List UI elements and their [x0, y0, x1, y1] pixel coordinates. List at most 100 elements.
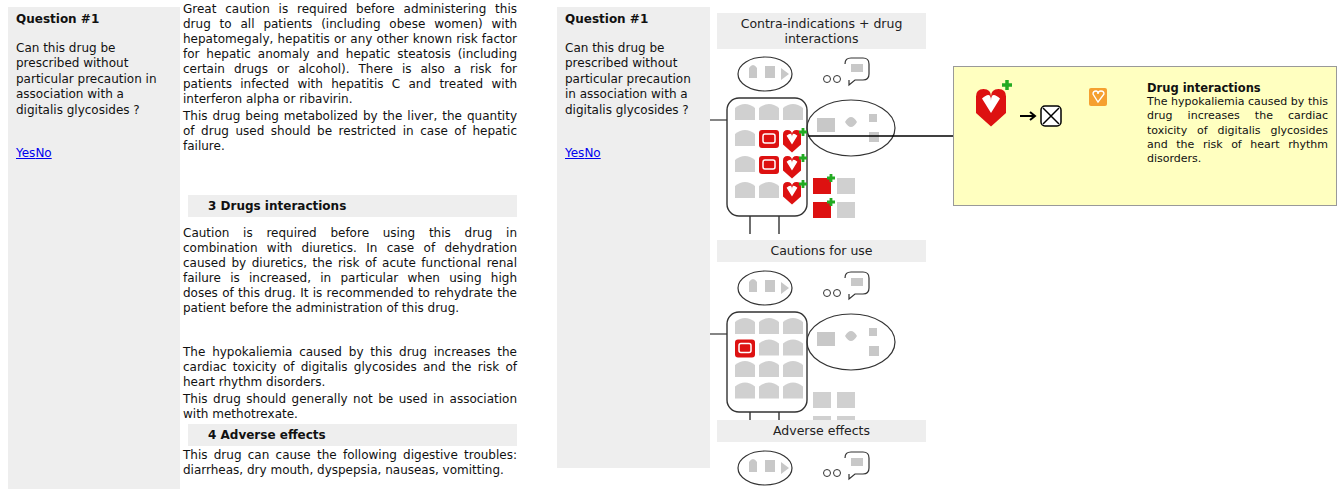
- interaction-icon: [813, 392, 831, 408]
- organ-icon: [759, 104, 779, 120]
- effect-icon: [1089, 88, 1107, 106]
- paragraph-text: This drug can cause the following digest…: [183, 448, 517, 478]
- heading-text: Cautions for use: [721, 243, 922, 258]
- section-heading: 3 Drugs interactions: [188, 195, 517, 217]
- thought-dot: [824, 290, 831, 297]
- environment-icons: [817, 328, 879, 356]
- organ-icon: [783, 361, 803, 377]
- tooltip-title: Drug interactions: [1147, 81, 1328, 95]
- paragraph-text: This drug being metabolized by the liver…: [183, 109, 517, 154]
- heart-icon: [783, 156, 801, 179]
- tooltip-icons: [954, 67, 1144, 207]
- head-icons: [749, 459, 789, 474]
- organ-icon: [783, 340, 803, 356]
- organ-icon: [783, 104, 803, 120]
- heading-text: 4 Adverse effects: [208, 427, 511, 443]
- environment-outline: [807, 100, 895, 156]
- question-panel: Question #1Can this drug be prescribed w…: [557, 7, 710, 468]
- arrow-icon: [1020, 112, 1035, 120]
- plus-icon: [1002, 80, 1012, 90]
- organ-icon: [735, 156, 755, 172]
- plus-icon: [827, 198, 835, 206]
- legs: [750, 216, 779, 234]
- body-figure: [703, 57, 895, 234]
- interaction-icon-active: [813, 178, 831, 194]
- organ-icon: [735, 182, 755, 198]
- environment-outline: [807, 314, 895, 370]
- cross-icon: [1043, 108, 1059, 124]
- thought-dot: [834, 76, 841, 83]
- question-text: Can this drug be prescribed without part…: [16, 41, 172, 119]
- heart-icon: [783, 130, 801, 153]
- interaction-icon: [837, 392, 855, 408]
- heading-text: 3 Drugs interactions: [208, 198, 511, 214]
- tooltip-text: The hypokaliemia caused by this drug inc…: [1147, 95, 1328, 166]
- organ-icon-inner: [763, 134, 775, 143]
- head-outline: [738, 451, 792, 485]
- effect-icon-heart: [1093, 91, 1104, 102]
- leader-line: [808, 135, 953, 137]
- organ-icon: [735, 361, 755, 377]
- head-outline: [738, 271, 792, 305]
- tooltip-box: Drug interactionsThe hypokaliemia caused…: [953, 66, 1337, 206]
- organ-icon: [759, 182, 779, 198]
- answer-link: Yes: [565, 146, 584, 162]
- body-figure: [703, 271, 895, 432]
- answer-link: No: [584, 146, 600, 162]
- paragraph-text: This drug should generally not be used i…: [183, 392, 517, 422]
- speech-bubble-icon: [851, 458, 863, 466]
- heart-icon-inner: [982, 95, 1000, 113]
- paragraph-text: The hypokaliemia caused by this drug inc…: [183, 345, 517, 390]
- body-outline: [727, 98, 807, 216]
- organ-icon: [759, 340, 779, 356]
- section-header: Cautions for use: [717, 240, 926, 262]
- body-outline: [727, 312, 807, 412]
- answer-link: Yes: [16, 146, 35, 162]
- interaction-icon: [837, 178, 855, 194]
- heart-icon: [976, 89, 1006, 127]
- interaction-icon: [837, 202, 855, 218]
- organ-icon: [735, 318, 755, 334]
- question-text: Can this drug be prescribed without part…: [565, 41, 702, 119]
- section-header: Adverse effects: [717, 420, 926, 442]
- question-panel: Question #1 Can this drug be prescribed w…: [8, 7, 180, 489]
- head-icons: [749, 65, 789, 80]
- question-title: Question #1: [16, 12, 172, 28]
- section-header: Contra-indications + drug interactions: [717, 13, 926, 49]
- organ-icon-inner: [763, 160, 775, 169]
- organ-icon: [759, 361, 779, 377]
- thought-dot: [824, 76, 831, 83]
- thought-dot: [834, 470, 841, 477]
- heart-icon-inner: [787, 186, 798, 197]
- box-icon: [1041, 106, 1061, 126]
- paragraph-text: Caution is required before using this dr…: [183, 226, 517, 316]
- heart-icon-inner: [787, 160, 798, 171]
- speech-bubble: [845, 452, 869, 479]
- organ-icon: [783, 318, 803, 334]
- environment-icons: [817, 114, 879, 142]
- answer-link: No: [35, 146, 51, 162]
- head-outline: [738, 57, 792, 91]
- plus-icon: [799, 128, 807, 136]
- speech-bubble: [845, 58, 869, 85]
- organ-icon: [735, 130, 755, 146]
- organ-icon-inner: [739, 344, 751, 353]
- head-icons: [749, 279, 789, 294]
- organ-icon: [759, 383, 779, 399]
- body-figure: [738, 451, 869, 485]
- plus-icon: [799, 180, 807, 188]
- organ-icon: [735, 383, 755, 399]
- organ-icon-active: [759, 156, 779, 174]
- organ-icon: [735, 104, 755, 120]
- heart-icon: [783, 182, 801, 205]
- heading-text: Adverse effects: [721, 423, 922, 438]
- section-heading: 4 Adverse effects: [188, 424, 517, 446]
- thought-dot: [834, 290, 841, 297]
- speech-bubble-icon: [851, 278, 863, 286]
- paragraph-text: Great caution is required before adminis…: [183, 2, 517, 107]
- organ-icon-active: [735, 340, 755, 358]
- speech-bubble-icon: [851, 64, 863, 72]
- heart-icon-inner: [787, 134, 798, 145]
- interaction-icon-active: [813, 202, 831, 218]
- speech-bubble: [845, 272, 869, 299]
